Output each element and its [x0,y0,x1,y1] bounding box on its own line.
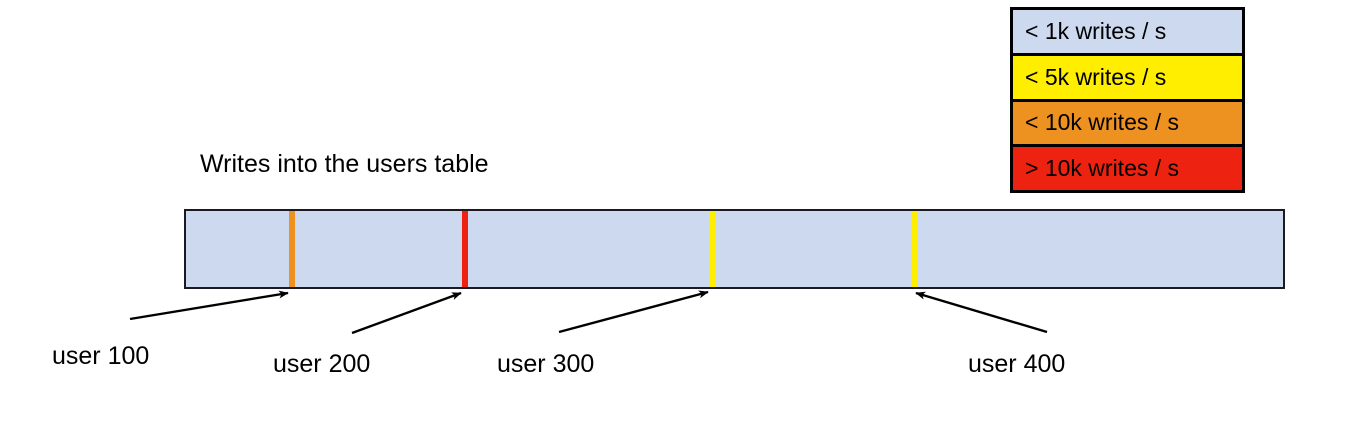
legend-row-over-10k: > 10k writes / s [1013,147,1242,190]
stripe-user-400 [912,211,918,287]
legend-label-under-10k: < 10k writes / s [1025,109,1180,136]
stripe-user-300 [709,211,715,287]
arrow-user-100 [129,290,289,321]
callout-label-user-400: user 400 [968,350,1066,378]
legend-label-under-5k: < 5k writes / s [1025,63,1167,90]
arrow-user-400 [915,291,1048,334]
chart-title: Writes into the users table [200,150,489,178]
legend: < 1k writes / s < 5k writes / s < 10k wr… [1010,7,1245,193]
callout-label-user-200: user 200 [273,350,371,378]
users-table-range-bar [184,209,1285,289]
legend-label-under-1k: < 1k writes / s [1025,17,1167,44]
arrow-user-200 [351,291,462,335]
legend-row-under-1k: < 1k writes / s [1013,10,1242,56]
stripe-user-200 [462,211,468,287]
stripe-user-100 [289,211,295,287]
callout-label-user-300: user 300 [497,350,595,378]
arrow-user-300 [558,290,709,334]
legend-row-under-10k: < 10k writes / s [1013,101,1242,148]
callout-label-user-100: user 100 [52,342,150,370]
legend-row-under-5k: < 5k writes / s [1013,55,1242,102]
legend-label-over-10k: > 10k writes / s [1025,155,1180,182]
